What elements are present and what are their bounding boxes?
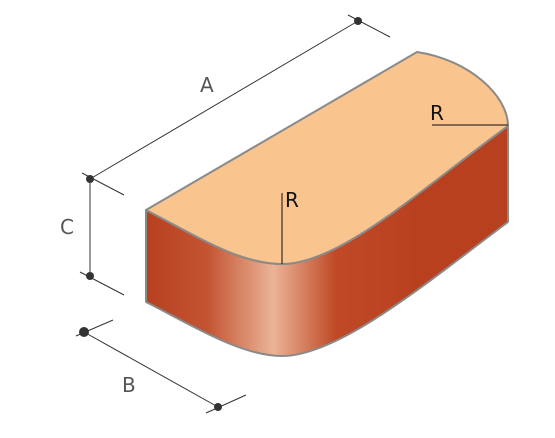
dimension-c-label: C	[60, 215, 74, 239]
dimension-b-label: B	[122, 373, 136, 397]
dimension-b: B	[75, 319, 247, 414]
dimension-c: C	[60, 179, 125, 296]
radius-label-front: R	[285, 188, 299, 212]
dimension-b-end-dot	[214, 403, 222, 411]
dimension-c-end-dot	[86, 272, 94, 280]
dimension-b-start-dot	[79, 327, 89, 337]
dimension-a-end-dot	[354, 17, 362, 25]
dimension-a-label: A	[200, 73, 214, 97]
radius-label-top: R	[430, 101, 444, 125]
brick-top-face	[145, 51, 509, 265]
